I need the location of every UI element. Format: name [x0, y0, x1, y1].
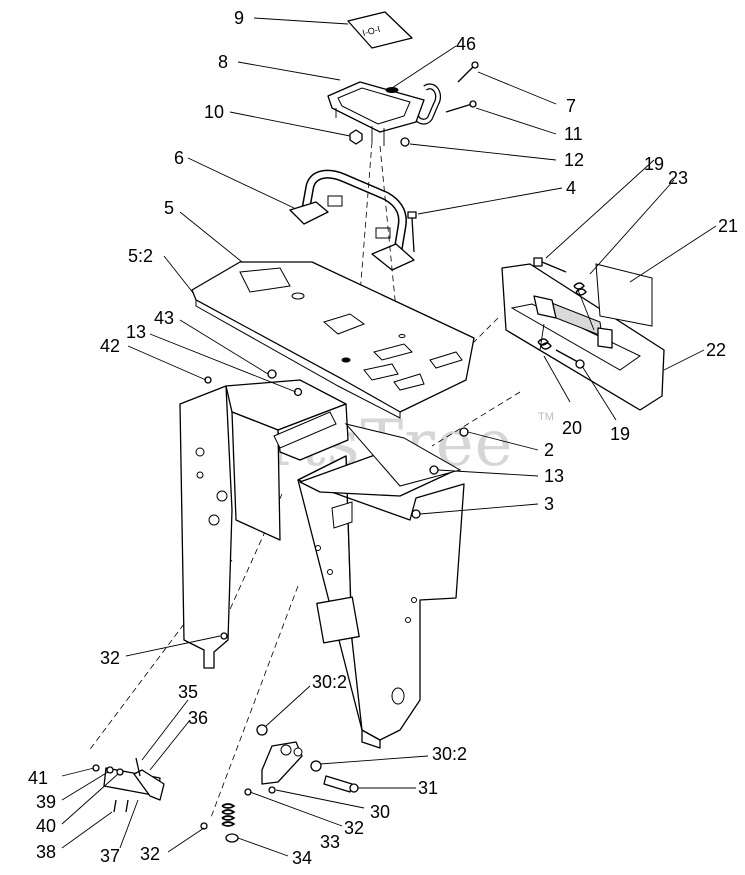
callout-32-bottom: 32: [140, 844, 160, 864]
callout-6: 6: [174, 148, 184, 168]
nut-3-part[interactable]: [411, 509, 421, 519]
callout-19-bottom: 19: [610, 424, 630, 444]
callout-41: 41: [28, 768, 48, 788]
callout-5: 5: [164, 198, 174, 218]
callout-21: 21: [718, 216, 738, 236]
screw-11-part[interactable]: [445, 100, 477, 113]
linkage-arm-part[interactable]: [261, 741, 303, 785]
top-panel-part[interactable]: [191, 261, 475, 419]
nut-43-part[interactable]: [267, 369, 277, 379]
nut-13a-part[interactable]: [293, 387, 303, 397]
callout-35: 35: [178, 682, 198, 702]
callout-34: 34: [292, 848, 312, 868]
leader-lines: [61, 17, 717, 857]
callout-30: 30: [370, 802, 390, 822]
callout-3: 3: [544, 494, 554, 514]
nut-13b-part[interactable]: [429, 465, 439, 475]
spring-34-part[interactable]: [221, 803, 239, 843]
callout-32-mid: 32: [344, 818, 364, 838]
lower-bracket-part[interactable]: [103, 757, 165, 813]
callout-5-2: 5:2: [128, 246, 153, 266]
bolt-31-part[interactable]: [323, 775, 359, 793]
callout-13-bottom: 13: [544, 466, 564, 486]
watermark-trademark: TM: [538, 411, 554, 423]
callout-4: 4: [566, 178, 576, 198]
callout-11: 11: [564, 124, 583, 144]
bushing-302a-part[interactable]: [256, 724, 268, 736]
callout-40: 40: [36, 816, 56, 836]
callout-42: 42: [100, 336, 120, 356]
nut-10-part[interactable]: [349, 129, 363, 145]
spring-23-part[interactable]: [573, 282, 595, 331]
callout-9: 9: [234, 8, 244, 28]
nut-12-part[interactable]: [400, 137, 410, 147]
callout-20: 20: [562, 418, 582, 438]
control-plate-part[interactable]: [501, 263, 665, 411]
callout-37: 37: [100, 846, 120, 866]
decal-21-part[interactable]: [595, 263, 653, 327]
callout-12: 12: [564, 150, 584, 170]
nut-2-part[interactable]: [459, 427, 469, 437]
callout-13-top: 13: [126, 322, 146, 342]
callout-39: 39: [36, 792, 56, 812]
callout-43: 43: [154, 308, 174, 328]
callout-31: 31: [418, 778, 438, 798]
callout-46: 46: [456, 34, 476, 54]
screw-7-part[interactable]: [457, 61, 479, 83]
callout-38: 38: [36, 842, 56, 862]
callout-36: 36: [188, 708, 208, 728]
left-tower-part[interactable]: [179, 379, 349, 669]
bushing-302b-part[interactable]: [310, 760, 322, 772]
callout-10: 10: [204, 102, 224, 122]
nut-32c-part[interactable]: [200, 822, 208, 830]
callout-19-top: 19: [644, 154, 664, 174]
decal-part[interactable]: I-O-I: [347, 11, 413, 49]
callout-8: 8: [218, 52, 228, 72]
callout-22: 22: [706, 340, 726, 360]
callout-23: 23: [668, 168, 688, 188]
screw-4-part[interactable]: [407, 211, 417, 253]
spring-20-part[interactable]: [537, 323, 552, 351]
screw-19-top-part[interactable]: [533, 257, 567, 273]
handle-bar-part[interactable]: [327, 58, 442, 146]
handle-bracket-part[interactable]: [289, 169, 415, 271]
right-tower-part[interactable]: [297, 423, 465, 749]
callout-33: 33: [320, 832, 340, 852]
decal-text: I-O-I: [361, 24, 381, 38]
callout-labels: 9 46 8 7 10 11 12 6 4 19 23 5 5:2 21 43 …: [28, 8, 738, 868]
callout-32-left: 32: [100, 648, 120, 668]
callout-30-2-top: 30:2: [312, 672, 347, 692]
nut-32b-part[interactable]: [268, 786, 276, 794]
callout-30-2-right: 30:2: [432, 744, 467, 764]
nut-32a-part[interactable]: [220, 632, 228, 640]
callout-2: 2: [544, 440, 554, 460]
callout-7: 7: [566, 96, 576, 116]
